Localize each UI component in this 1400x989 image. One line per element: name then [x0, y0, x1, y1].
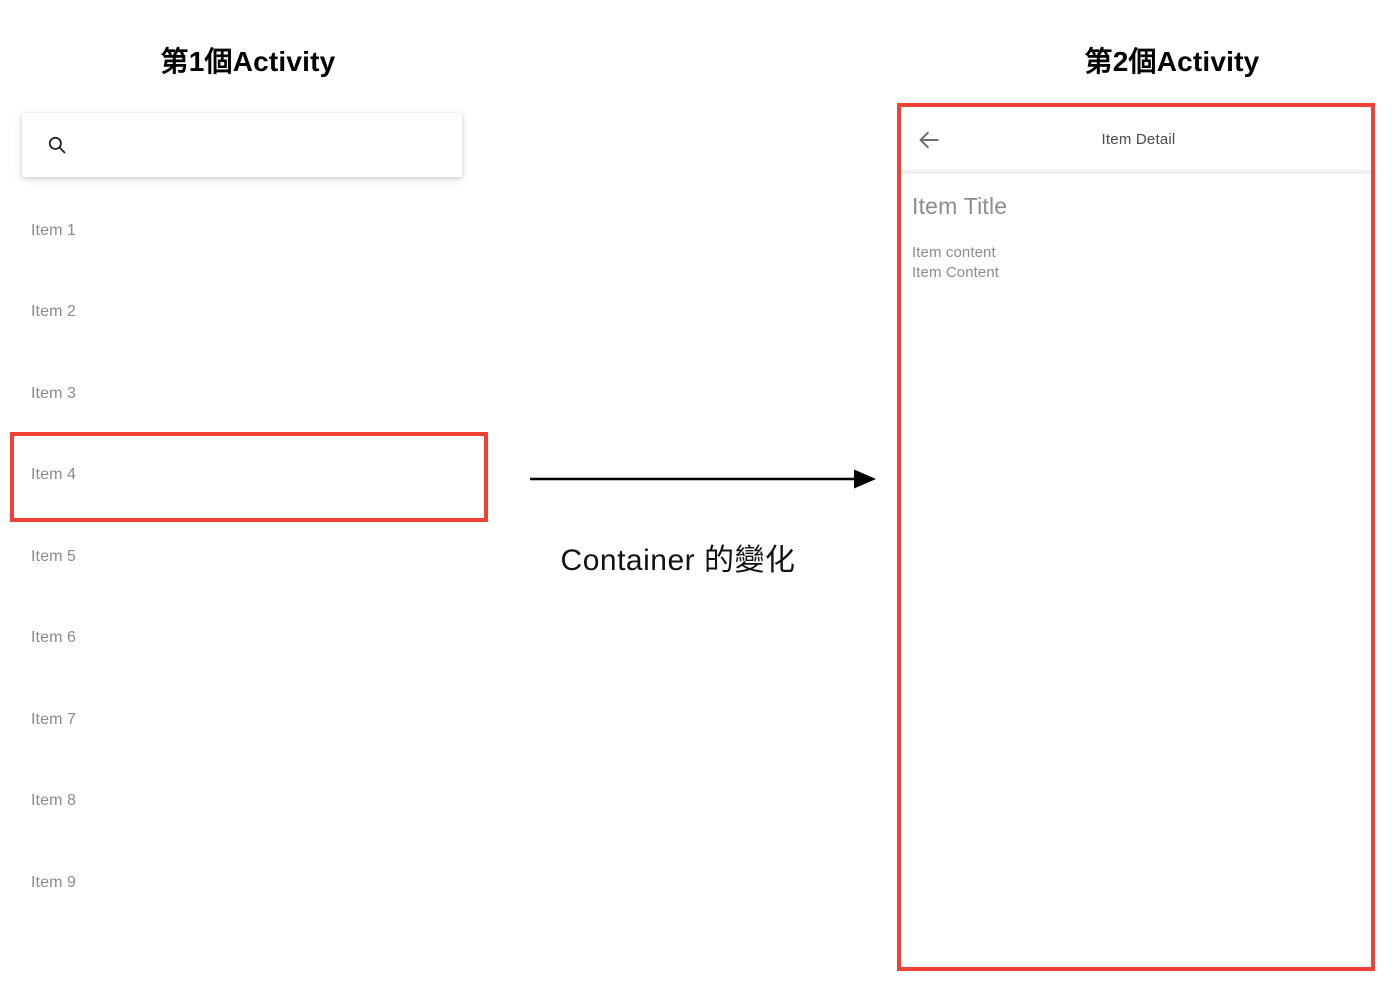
detail-content-line: Item Content [912, 264, 1000, 282]
list-item[interactable]: Item 1 [0, 190, 500, 272]
transition-caption: Container 的變化 [560, 544, 796, 577]
list-item[interactable]: Item 2 [0, 272, 500, 354]
list-item[interactable]: Item 8 [0, 761, 500, 843]
list-item[interactable]: Item 6 [0, 598, 500, 680]
list-item[interactable]: Item 5 [0, 516, 500, 598]
list-item-label: Item 9 [31, 873, 77, 891]
arrow-right-icon [528, 462, 878, 496]
detail-content-line: Item content [912, 244, 996, 262]
left-activity-heading: 第1個Activity [160, 46, 336, 77]
list-item-label: Item 6 [31, 629, 77, 647]
list-item-label: Item 1 [31, 221, 77, 239]
arrow-back-icon[interactable] [916, 127, 942, 153]
appbar-title: Item Detail [1101, 131, 1176, 148]
list-item-selected[interactable]: Item 4 [0, 435, 500, 517]
list-item-label: Item 3 [31, 384, 77, 402]
list-item-label: Item 4 [31, 466, 77, 484]
left-activity-screen: Item 1 Item 2 Item 3 Item 4 Item 5 Item … [0, 100, 500, 980]
search-icon [46, 134, 68, 156]
list-item-label: Item 7 [31, 710, 77, 728]
selected-item-highlight-box [10, 432, 488, 522]
list-item-label: Item 2 [31, 303, 77, 321]
detail-appbar: Item Detail [901, 107, 1371, 173]
search-bar[interactable] [22, 113, 462, 177]
list-item-label: Item 5 [31, 547, 77, 565]
right-activity-screen: Item Detail Item Title Item content Item… [901, 107, 1371, 967]
detail-screen-highlight-box [897, 103, 1375, 971]
item-list: Item 1 Item 2 Item 3 Item 4 Item 5 Item … [0, 190, 500, 924]
detail-content: Item content Item Content [912, 243, 1371, 283]
detail-body: Item Title Item content Item Content [901, 172, 1371, 283]
list-item[interactable]: Item 9 [0, 842, 500, 924]
detail-title: Item Title [912, 193, 1008, 219]
search-input[interactable] [68, 113, 462, 177]
list-item[interactable]: Item 7 [0, 679, 500, 761]
list-item[interactable]: Item 3 [0, 353, 500, 435]
right-activity-heading: 第2個Activity [1084, 46, 1260, 77]
list-item-label: Item 8 [31, 792, 77, 810]
